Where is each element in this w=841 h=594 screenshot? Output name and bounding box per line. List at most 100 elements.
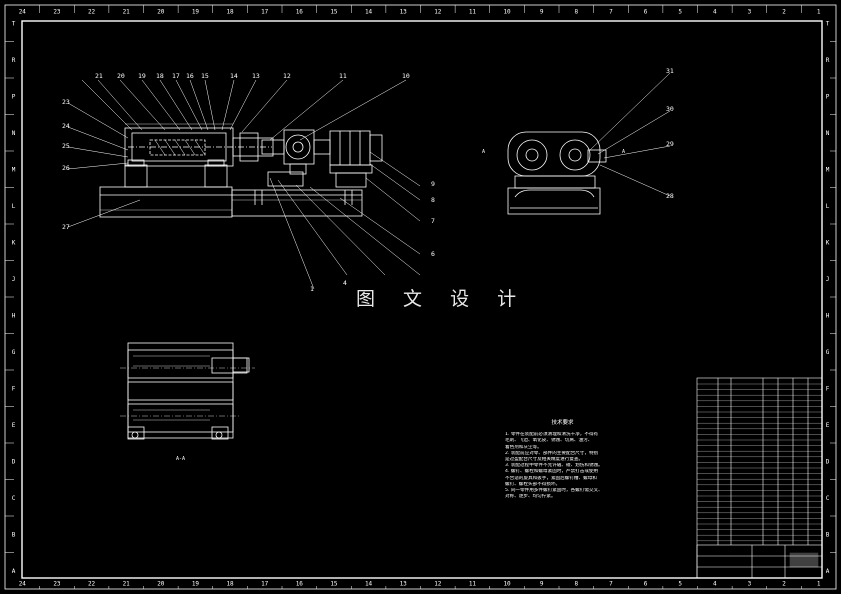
- zone-column-label: 10: [503, 581, 511, 588]
- zone-column-label: 2: [782, 581, 786, 588]
- zone-column-label: 6: [644, 581, 648, 588]
- zone-column-label: 18: [226, 9, 234, 16]
- side-view: [507, 131, 607, 215]
- zone-row-label: C: [826, 495, 830, 502]
- zone-column-label: 20: [157, 9, 165, 16]
- watermark-text: 图 文 设 计: [356, 288, 528, 310]
- zone-row-label: M: [826, 166, 830, 173]
- callout-31: 31: [666, 67, 674, 75]
- zone-column-label: 22: [88, 9, 96, 16]
- inner-frame: [21, 20, 823, 579]
- callout-19: 19: [138, 72, 146, 80]
- zone-column-label: 24: [19, 9, 27, 16]
- zone-column-label: 8: [575, 581, 579, 588]
- zone-row-label: R: [826, 57, 830, 64]
- callout-25: 25: [62, 142, 70, 150]
- zone-row-label: P: [826, 93, 830, 100]
- zone-row-label: P: [12, 93, 16, 100]
- zone-column-label: 1: [817, 9, 821, 16]
- side-view-callouts: 31 30 29 28 A A: [482, 67, 674, 200]
- zone-row-label: F: [12, 385, 16, 392]
- zone-column-label: 4: [713, 9, 717, 16]
- zone-row-label: K: [12, 239, 16, 246]
- zone-column-label: 5: [678, 581, 682, 588]
- callout-15: 15: [201, 72, 209, 80]
- zone-column-label: 16: [296, 581, 304, 588]
- zone-column-label: 7: [609, 581, 613, 588]
- callout-10: 10: [402, 72, 410, 80]
- zone-column-label: 21: [123, 9, 131, 16]
- zone-row-label: B: [826, 531, 830, 538]
- zone-column-label: 20: [157, 581, 165, 588]
- callout-17: 17: [172, 72, 180, 80]
- zone-row-label: G: [826, 349, 830, 356]
- section-view-a-a: [120, 342, 255, 440]
- notes-line: 是过盈配合尺寸及相关精度进行复查。: [505, 457, 584, 463]
- zone-column-label: 11: [469, 581, 477, 588]
- callout-26: 26: [62, 164, 70, 172]
- notes-line: 毛刺、飞边、氧化皮、锈蚀、切屑、油污、: [505, 438, 593, 444]
- callout-18: 18: [156, 72, 164, 80]
- zone-column-label: 23: [53, 581, 61, 588]
- zone-column-label: 16: [296, 9, 304, 16]
- zone-row-label: N: [826, 130, 830, 137]
- zone-column-label: 1: [817, 581, 821, 588]
- callout-14: 14: [230, 72, 238, 80]
- callout-27: 27: [62, 223, 70, 231]
- zone-row-label: L: [12, 203, 16, 210]
- zone-column-label: 13: [400, 9, 408, 16]
- notes-line: 5. 同一零件用多件螺钉紧固时，各螺钉需交叉、: [505, 488, 603, 494]
- zone-row-label: B: [12, 531, 16, 538]
- callout-7: 7: [431, 217, 435, 225]
- callout-labels: 21 20 19 18 17 16 15 14 13 12 11 10 23 2…: [62, 72, 435, 293]
- callout-20: 20: [117, 72, 125, 80]
- zone-row-label: E: [826, 422, 830, 429]
- callout-23: 23: [62, 98, 70, 106]
- zone-column-label: 17: [261, 581, 269, 588]
- callout-16: 16: [186, 72, 194, 80]
- zone-row-label: N: [12, 130, 16, 137]
- main-view-dimensions: [100, 123, 362, 211]
- zone-column-label: 3: [748, 9, 752, 16]
- zone-column-label: 3: [748, 581, 752, 588]
- zone-row-label: H: [12, 312, 16, 319]
- zone-column-label: 15: [330, 581, 338, 588]
- zone-row-label: R: [12, 57, 16, 64]
- zone-column-label: 6: [644, 9, 648, 16]
- callout-4: 4: [343, 279, 347, 287]
- callout-24: 24: [62, 122, 70, 130]
- zone-column-label: 24: [19, 581, 27, 588]
- zone-row-label: C: [12, 495, 16, 502]
- callout-1: 1: [310, 285, 314, 293]
- section-marker-a-right: A: [622, 149, 625, 155]
- zone-column-label: 10: [503, 9, 511, 16]
- notes-line: 对称、逐步、均匀拧紧。: [505, 494, 556, 500]
- zone-column-label: 15: [330, 9, 338, 16]
- zone-column-label: 23: [53, 9, 61, 16]
- notes-line: 不合适的旋具和扳手，紧固后螺钉槽、螺母和: [505, 475, 597, 481]
- callout-21: 21: [95, 72, 103, 80]
- zone-column-label: 12: [434, 9, 442, 16]
- zone-column-label: 19: [192, 581, 200, 588]
- callout-30: 30: [666, 105, 674, 113]
- zone-row-label: J: [12, 276, 16, 283]
- zone-column-label: 11: [469, 9, 477, 16]
- zone-column-label: 13: [400, 581, 408, 588]
- callout-11: 11: [339, 72, 347, 80]
- zone-row-label: K: [826, 239, 830, 246]
- notes-line: 着色剂和灰尘等。: [505, 444, 542, 450]
- zone-column-label: 9: [540, 9, 544, 16]
- zone-column-label: 18: [226, 581, 234, 588]
- callout-6: 6: [431, 250, 435, 258]
- zone-column-label: 2: [782, 9, 786, 16]
- notes-line: 2. 装配前应对零、部件的主要配合尺寸，特别: [505, 450, 599, 456]
- technical-requirements: 技术要求 1. 零件在装配前必须清理和清洗干净，不得有 毛刺、飞边、氧化皮、锈蚀…: [505, 420, 620, 500]
- notes-line: 1. 零件在装配前必须清理和清洗干净，不得有: [505, 432, 599, 438]
- zone-row-label: D: [826, 458, 830, 465]
- zone-column-label: 14: [365, 9, 373, 16]
- callout-leaders: [67, 79, 421, 290]
- zone-column-label: 14: [365, 581, 373, 588]
- notes-title: 技术要求: [551, 420, 574, 426]
- notes-line: 4. 螺钉、螺栓和螺母紧固时，严禁打击或使用: [505, 469, 599, 475]
